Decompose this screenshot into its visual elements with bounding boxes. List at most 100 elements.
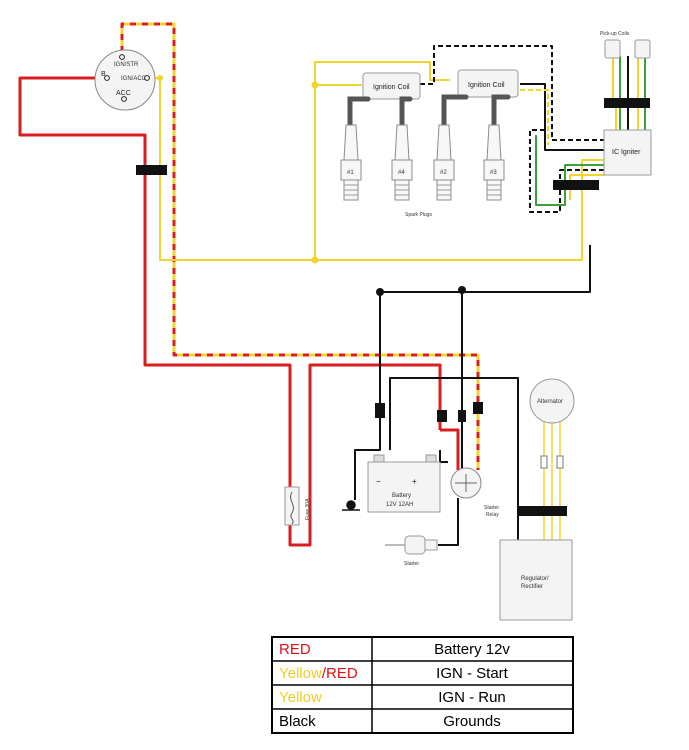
fuse-body xyxy=(284,486,300,526)
ht-lead xyxy=(347,96,371,128)
wire-red-battery-feed xyxy=(18,76,442,547)
ht-lead xyxy=(441,94,469,128)
label-acc: ACC xyxy=(116,90,131,97)
legend-value-1: IGN - Start xyxy=(436,665,509,682)
ignition-coil-2: Ignition Coil xyxy=(457,69,519,98)
pickup-coils: Pick-up Coils xyxy=(600,31,651,59)
alternator-body xyxy=(529,378,575,424)
coil-label: Ignition Coil xyxy=(468,82,505,89)
wire-black-ground-main xyxy=(354,245,591,500)
terminal-b xyxy=(104,75,110,81)
alternator-connector xyxy=(540,455,548,469)
plug-label: #4 xyxy=(398,170,405,176)
regulator-label-2: Rectifier xyxy=(521,584,543,590)
wire-black-reg-ground xyxy=(389,377,519,540)
ht-lead xyxy=(399,96,413,128)
legend-key-part: Black xyxy=(279,713,316,730)
regulator-rectifier: Regulator/ Rectifier xyxy=(499,539,573,621)
legend-key-part: RED xyxy=(279,641,311,658)
label-b: B xyxy=(101,71,106,78)
battery-terminal-pos xyxy=(425,454,437,463)
terminal-acc xyxy=(121,96,127,102)
starter-motor: Starter xyxy=(385,535,438,567)
pickup-coils-label: Pick-up Coils xyxy=(600,31,630,37)
battery: − + Battery 12V 12AH xyxy=(367,454,441,513)
spark-plugs: #1 #4 #2 #3 Spark xyxy=(340,124,505,218)
junction-dot xyxy=(311,81,319,89)
wire-starter-cable xyxy=(438,498,459,546)
ground-symbol xyxy=(342,500,360,511)
wire-battery-plus-relay xyxy=(439,450,448,463)
battery-label-2: 12V 12AH xyxy=(386,502,413,508)
connector-block xyxy=(458,410,466,422)
plug-label: #3 xyxy=(490,170,497,176)
wire-igniter-bundle-green xyxy=(535,135,604,206)
starter-label: Starter xyxy=(404,561,419,567)
legend-key-part: Yellow xyxy=(279,665,322,682)
ht-lead xyxy=(491,94,511,128)
ignition-switch-body xyxy=(94,49,156,111)
starter-relay-label-1: Starter xyxy=(484,505,499,511)
connector-block xyxy=(553,180,599,190)
ic-igniter-body xyxy=(603,129,652,176)
battery-label-1: Battery xyxy=(392,493,411,499)
fuse: Fuse 30A xyxy=(284,486,311,526)
wire-yellow-coil2-igniter xyxy=(520,89,549,145)
wire-black-coil1-igniter xyxy=(420,45,604,141)
wire-igniter-bundle-yellow xyxy=(569,174,604,200)
starter-relay: Starter Relay xyxy=(450,467,499,518)
ht-leads xyxy=(347,94,511,128)
spark-plug-4: #4 xyxy=(391,124,413,201)
wire-pickup-1 xyxy=(612,56,617,132)
pickup-coil xyxy=(604,39,621,59)
junctions xyxy=(157,75,466,296)
terminal-ign-str xyxy=(119,54,125,60)
spark-plug-2: #2 xyxy=(433,124,455,201)
regulator-label-1: Regulator/ xyxy=(521,576,549,582)
legend-value-2: IGN - Run xyxy=(438,689,506,706)
spark-plug-3: #3 xyxy=(483,124,505,201)
junction-dot xyxy=(311,256,319,264)
ic-igniter: IC Igniter xyxy=(603,129,652,176)
wire-red-relay-feed xyxy=(440,428,460,470)
wire-igniter-bundle-black xyxy=(529,129,604,213)
fuse-label: Fuse 30A xyxy=(305,498,311,520)
legend-key-0: RED xyxy=(279,641,311,658)
plug-label: #2 xyxy=(440,170,447,176)
junction-dot xyxy=(157,75,163,81)
connector-block xyxy=(136,165,167,175)
legend-key-3: Black xyxy=(279,713,316,730)
alternator: Alternator xyxy=(529,378,575,469)
starter-relay-label-2: Relay xyxy=(486,512,499,518)
legend-key-part: /RED xyxy=(322,665,358,682)
ignition-coil-1: Ignition Coil xyxy=(362,72,421,100)
plug-label: #1 xyxy=(347,170,354,176)
wire-yellow-coil-feed xyxy=(314,61,450,260)
junction-dot xyxy=(376,288,384,296)
connector-block xyxy=(517,506,567,516)
legend-value-3: Grounds xyxy=(443,713,501,730)
terminal-ign-acc xyxy=(144,75,150,81)
connector-block xyxy=(437,410,447,422)
alternator-label: Alternator xyxy=(537,399,563,405)
label-ign-acc: IGN/ACC xyxy=(121,76,147,82)
legend-value-0: Battery 12v xyxy=(434,641,510,658)
label-ign-str: IGN/STR xyxy=(114,62,139,68)
junction-dot xyxy=(458,286,466,294)
battery-terminal-neg xyxy=(373,454,385,463)
spark-plug-1: #1 xyxy=(340,124,362,201)
starter-cap xyxy=(424,539,438,551)
connector-block xyxy=(375,403,385,418)
legend-key-2: Yellow xyxy=(279,689,322,706)
coil-label: Ignition Coil xyxy=(373,84,410,91)
ignition-switch: IGN/STR IGN/ACC ACC B xyxy=(94,49,156,111)
pickup-coil xyxy=(634,39,651,59)
spark-plugs-caption: Spark Plugs xyxy=(405,212,432,218)
wire-black-coil2-igniter xyxy=(520,83,604,151)
starter-body xyxy=(404,535,426,555)
alternator-connector xyxy=(556,455,564,469)
connector-block xyxy=(604,98,650,108)
